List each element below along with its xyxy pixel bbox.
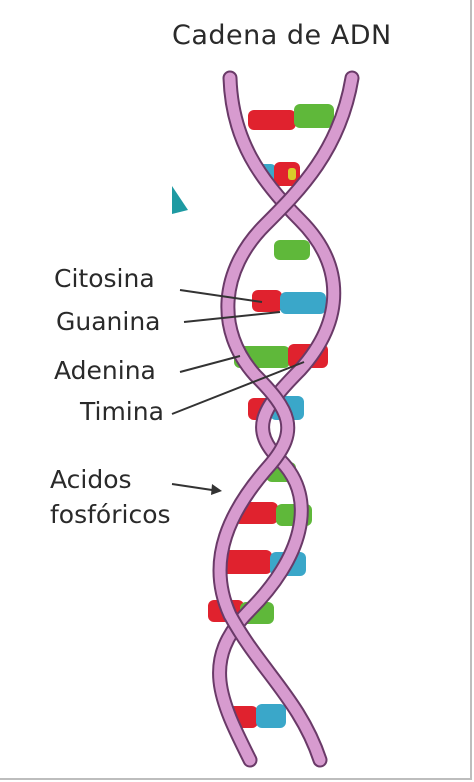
base-guanina xyxy=(256,704,286,728)
base-pair-4 xyxy=(252,290,326,314)
base-guanina xyxy=(280,292,326,314)
pointer-adenina xyxy=(179,355,241,373)
diagram-title: Cadena de ADN xyxy=(172,20,392,51)
base-timina xyxy=(288,168,296,180)
label-adenina: Adenina xyxy=(54,356,156,385)
label-acidos-line1: Acidos xyxy=(50,465,132,494)
base-citosina xyxy=(252,290,282,312)
base-citosina xyxy=(220,550,272,574)
base-guanina xyxy=(294,104,334,128)
triangle-marker-icon xyxy=(172,186,188,214)
base-adenina xyxy=(274,240,310,260)
base-citosina xyxy=(274,162,300,186)
pointer-guanina xyxy=(183,311,281,323)
base-citosina xyxy=(248,110,296,130)
pointer-timina xyxy=(171,361,305,415)
label-timina: Timina xyxy=(80,397,164,426)
label-guanina: Guanina xyxy=(56,307,161,336)
pointer-acidos-arrowhead xyxy=(211,484,222,495)
label-citosina: Citosina xyxy=(54,264,155,293)
pointer-acidos xyxy=(171,483,213,491)
phosphate-backbone-strand-b-fill xyxy=(214,72,358,766)
pointer-lines xyxy=(171,289,305,495)
label-acidos-line2: fosfóricos xyxy=(50,500,171,529)
pointer-citosina xyxy=(179,289,263,303)
base-pair-3 xyxy=(274,240,310,260)
base-pair-1 xyxy=(248,104,334,130)
